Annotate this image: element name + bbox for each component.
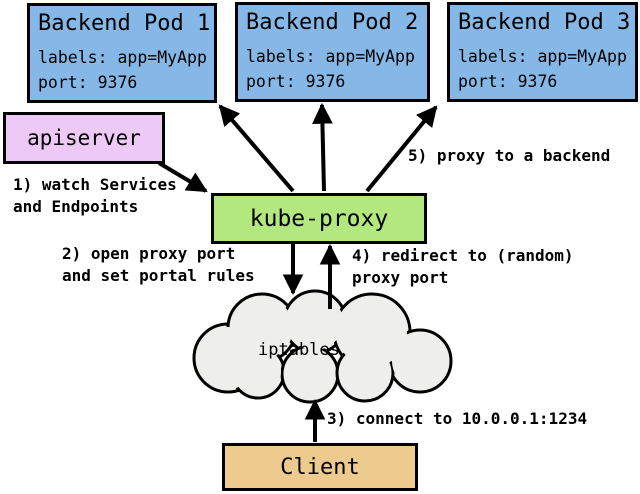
arrow-kubeproxy-to-pod1	[218, 104, 295, 193]
pod-labels-line: labels: app=MyApp	[246, 47, 415, 66]
apiserver-label: apiserver	[27, 126, 141, 150]
backend-pod-1-box: Backend Pod 1 labels: app=MyApp port: 93…	[27, 3, 217, 103]
client-label: Client	[280, 454, 360, 480]
apiserver-box: apiserver	[3, 112, 165, 164]
pod-labels-line: labels: app=MyApp	[458, 47, 627, 66]
pod-port-line: port: 9376	[246, 72, 346, 91]
pod-title: Backend Pod 3	[458, 10, 631, 35]
pod-port-line: port: 9376	[38, 73, 138, 92]
step-4-redirect-label: 4) redirect to (random) proxy port	[352, 246, 574, 287]
backend-pod-3-box: Backend Pod 3 labels: app=MyApp port: 93…	[447, 2, 638, 102]
arrow-kubeproxy-to-pod2	[312, 102, 333, 192]
client-box: Client	[222, 443, 418, 491]
backend-pod-2-box: Backend Pod 2 labels: app=MyApp port: 93…	[235, 2, 430, 102]
pod-title: Backend Pod 2	[246, 10, 419, 35]
kube-proxy-box: kube-proxy	[211, 193, 427, 244]
iptables-label: iptables	[258, 340, 340, 360]
pod-port-line: port: 9376	[458, 72, 558, 91]
step-5-proxy-backend-label: 5) proxy to a backend	[408, 146, 611, 165]
step-1-watch-services-label: 1) watch Services and Endpoints	[13, 175, 177, 216]
step-2-open-proxy-port-label: 2) open proxy port and set portal rules	[62, 244, 255, 285]
pod-title: Backend Pod 1	[38, 11, 211, 36]
step-3-connect-label: 3) connect to 10.0.0.1:1234	[327, 409, 588, 428]
pod-labels-line: labels: app=MyApp	[38, 48, 207, 67]
kube-proxy-label: kube-proxy	[249, 205, 389, 232]
